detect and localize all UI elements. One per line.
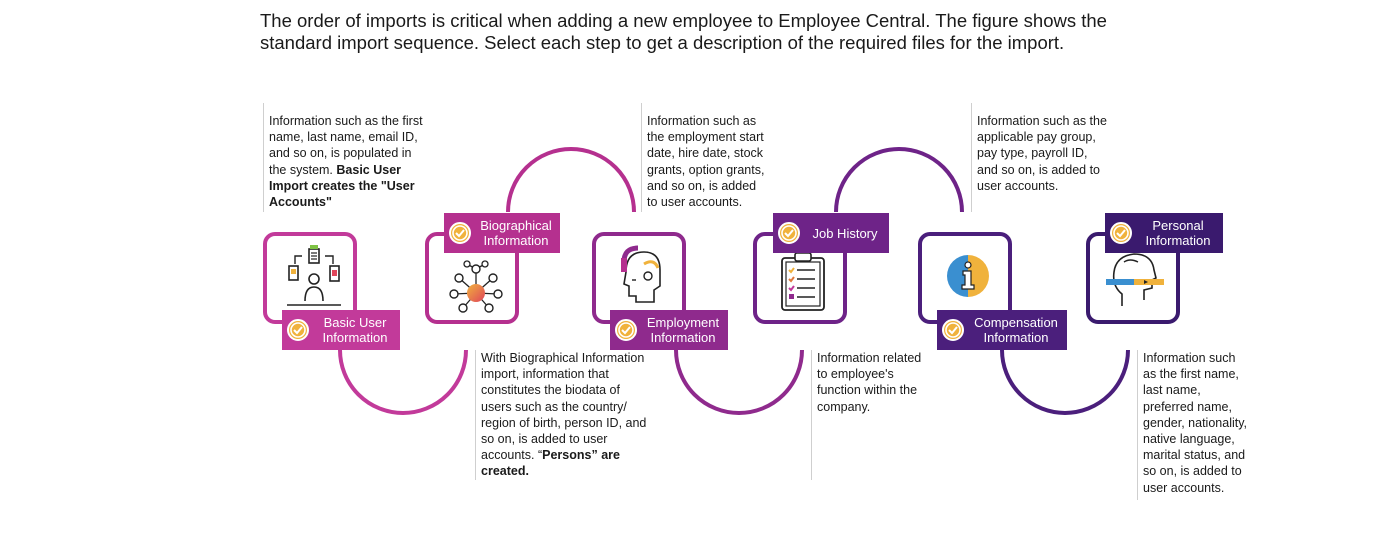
step-desc-job-history: Information related to employee's functi… <box>811 350 951 480</box>
intro-text: The order of imports is critical when ad… <box>260 10 1220 54</box>
step-label-employment[interactable]: Employment Information <box>610 310 728 350</box>
user-devices-icon <box>287 245 341 306</box>
step-label-line1: Employment <box>646 315 720 330</box>
network-nodes-icon <box>449 260 503 313</box>
check-icon <box>615 319 637 341</box>
check-icon <box>1110 222 1132 244</box>
step-label-line2: Information <box>1145 233 1211 248</box>
step-label-line1: Job History <box>812 225 878 241</box>
step-box-employment[interactable] <box>592 232 686 324</box>
step-label-personal[interactable]: Personal Information <box>1105 213 1223 253</box>
headset-person-icon <box>621 245 661 303</box>
step-label-line1: Compensation <box>974 315 1058 330</box>
step-desc-personal: Information such as the first name, last… <box>1137 350 1267 500</box>
step-desc-basic-user: Information such as the first name, last… <box>263 103 453 212</box>
check-icon <box>287 319 309 341</box>
intro-line-2: standard import sequence. Select each st… <box>260 32 1065 53</box>
step-desc-compensation: Information such as the applicable pay g… <box>971 103 1141 212</box>
step-label-line2: Information <box>650 330 716 345</box>
step-label-line1: Personal <box>1152 218 1204 233</box>
step-label-line2: Information <box>322 330 388 345</box>
info-circle-icon <box>947 255 989 297</box>
head-profile-scan-icon <box>1106 253 1164 306</box>
connector-arc-3-4 <box>674 349 804 415</box>
connector-arc-1-2 <box>338 349 468 415</box>
check-icon <box>778 222 800 244</box>
check-icon <box>449 222 471 244</box>
connector-arc-4-5 <box>834 147 964 213</box>
step-label-basic-user[interactable]: Basic User Information <box>282 310 400 350</box>
step-label-compensation[interactable]: Compensation Information <box>937 310 1067 350</box>
step-desc-employment: Information such as the employment start… <box>641 103 791 212</box>
step-box-compensation[interactable] <box>918 232 1012 324</box>
step-label-job-history[interactable]: Job History <box>773 213 889 253</box>
connector-arc-2-3 <box>506 147 636 213</box>
step-desc-biographical: With Biographical Information import, in… <box>475 350 675 480</box>
step-label-line2: Information <box>483 233 549 248</box>
step-box-basic-user[interactable] <box>263 232 357 324</box>
check-icon <box>942 319 964 341</box>
step-label-line2: Information <box>983 330 1049 345</box>
step-label-biographical[interactable]: Biographical Information <box>444 213 560 253</box>
intro-line-1: The order of imports is critical when ad… <box>260 10 1107 31</box>
step-label-line1: Biographical <box>480 218 552 233</box>
step-label-line1: Basic User <box>323 315 387 330</box>
clipboard-checklist-icon <box>781 252 825 311</box>
connector-arc-5-6 <box>1000 349 1130 415</box>
